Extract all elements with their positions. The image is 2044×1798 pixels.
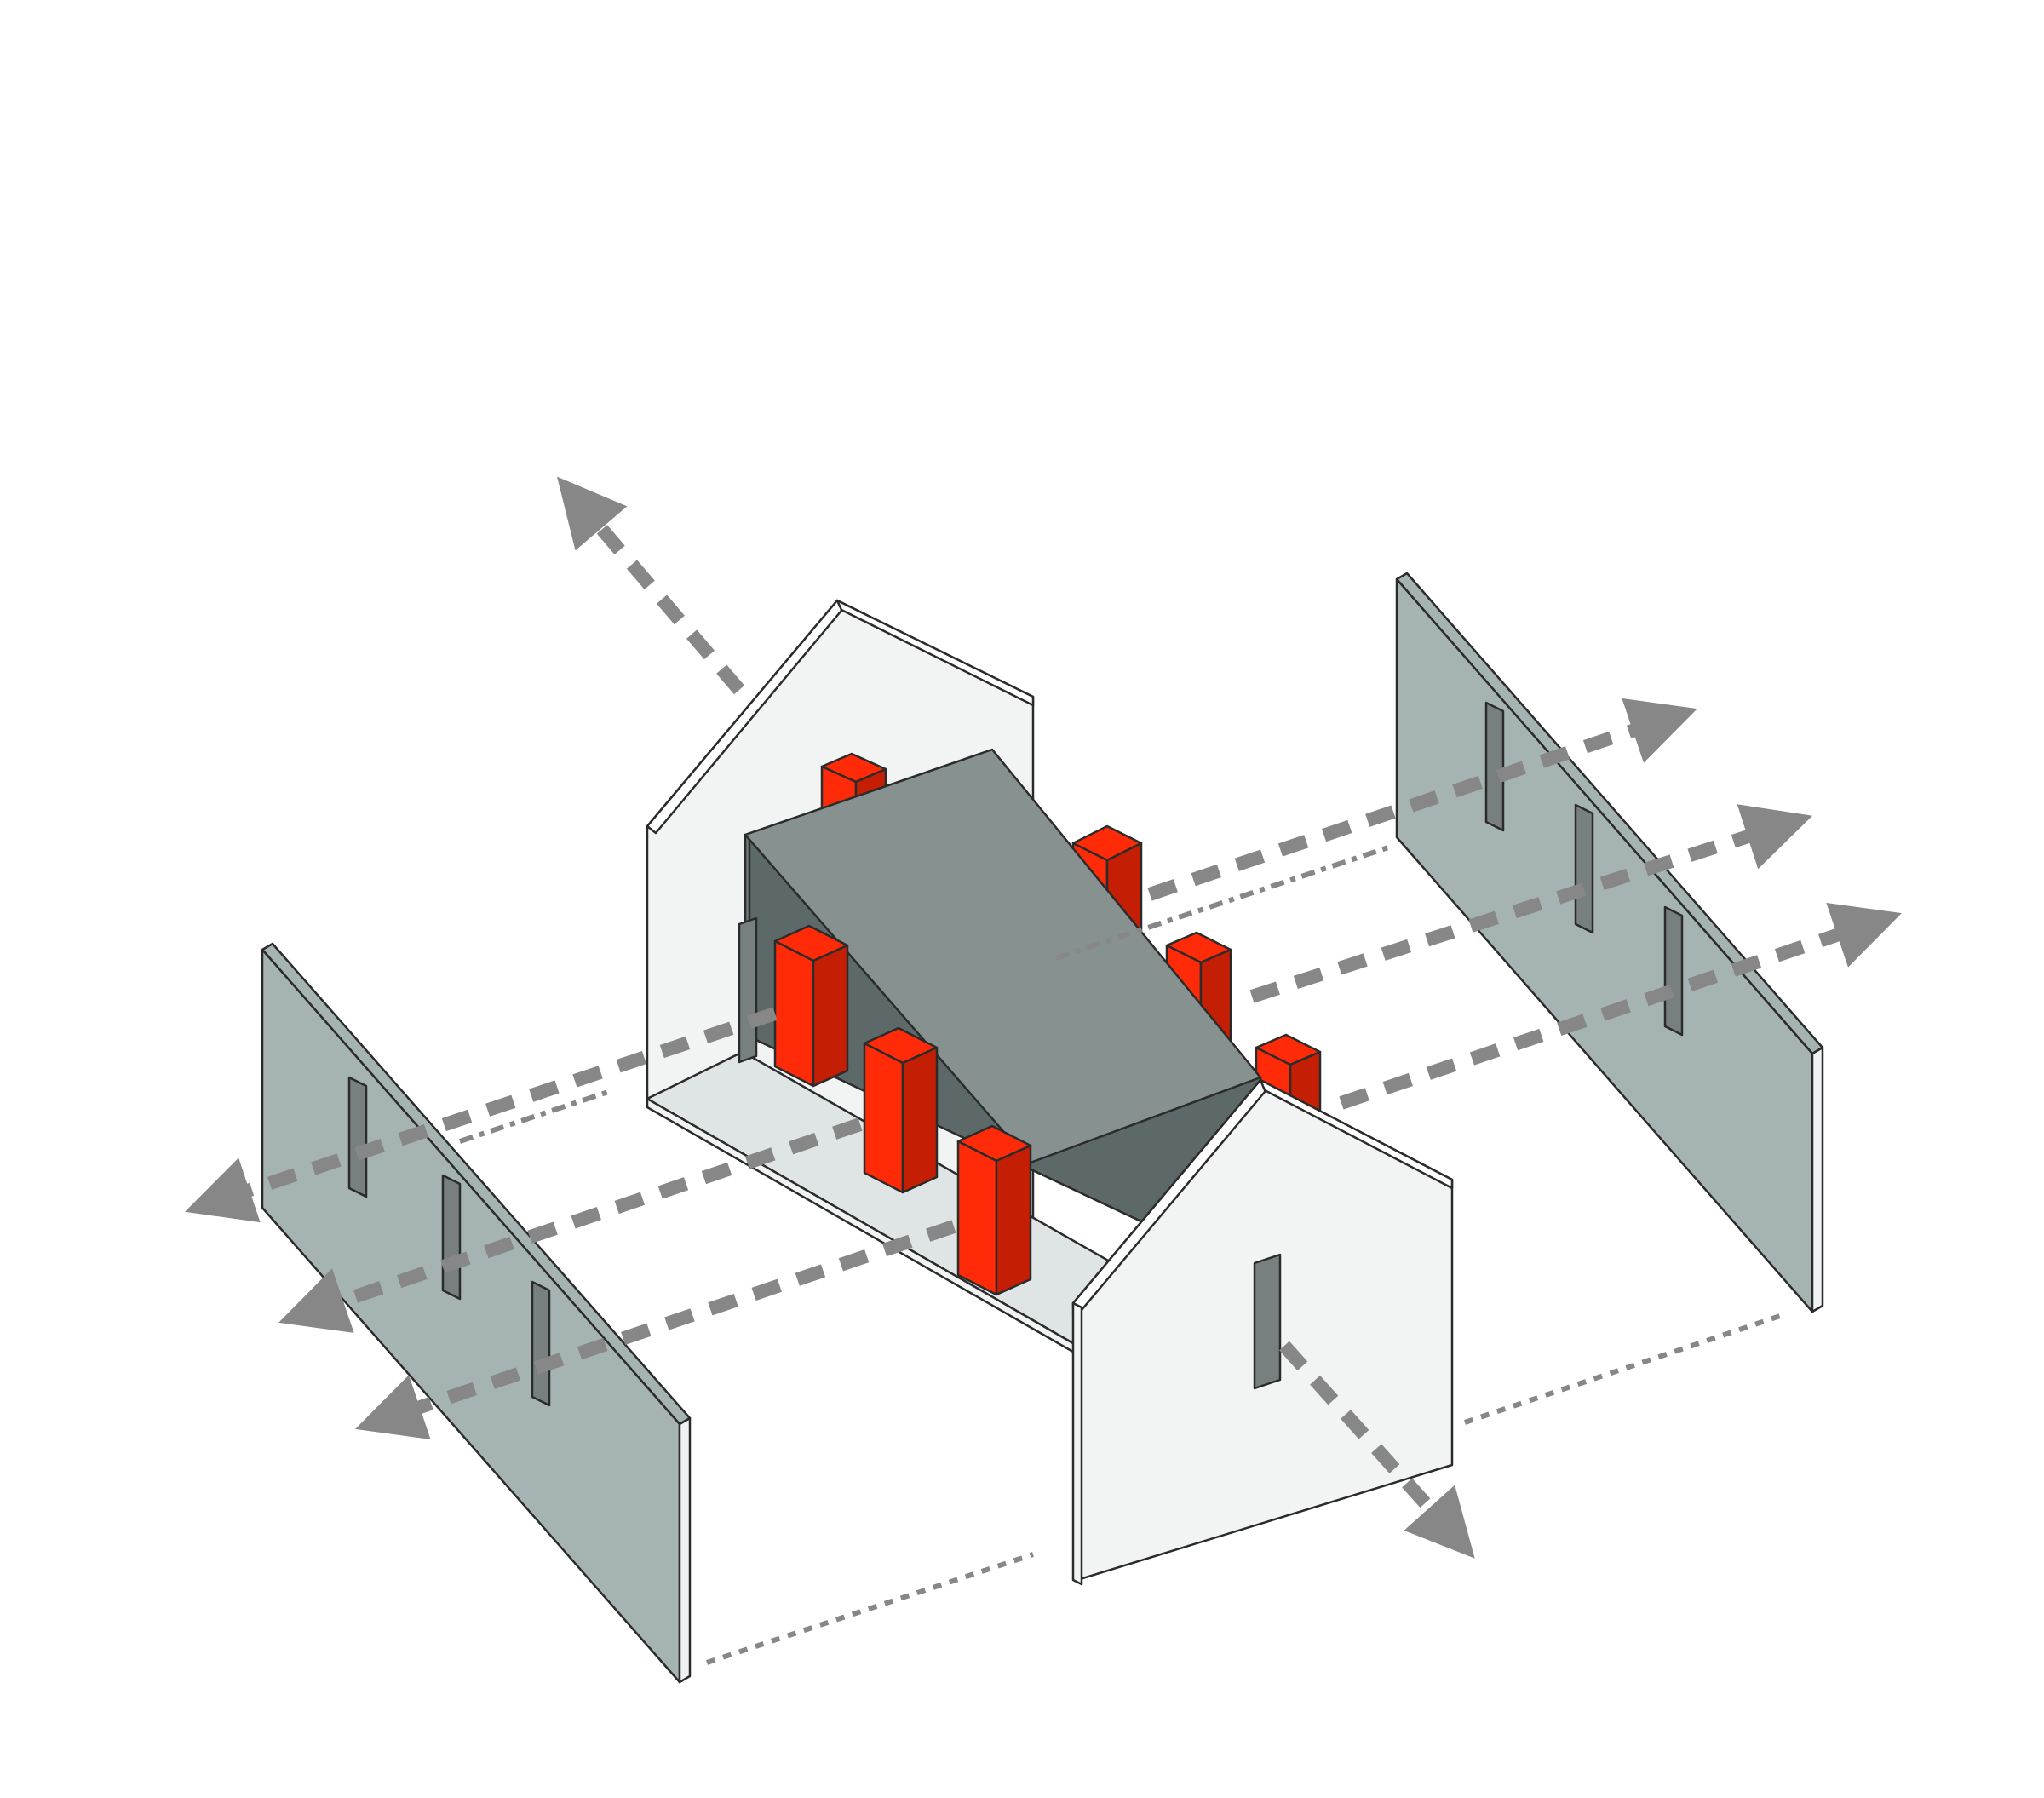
right-wall-slot-1 <box>1484 701 1505 832</box>
front-gable-wall <box>1071 1078 1454 1586</box>
right-wall <box>1395 572 1824 1313</box>
right-wall-slot-3 <box>1663 905 1684 1037</box>
arrow-left-1 <box>185 1007 778 1223</box>
left-wall-slot-2 <box>441 1174 462 1301</box>
red-block-front-2 <box>863 1026 939 1194</box>
red-block-front-1 <box>773 924 849 1088</box>
left-wall <box>261 942 692 1684</box>
arrow-left-2 <box>278 1117 863 1333</box>
red-block-front-3 <box>956 1124 1032 1296</box>
arrow-right-2 <box>1249 804 1813 1003</box>
left-wall-slot-3 <box>531 1280 551 1407</box>
right-wall-slot-2 <box>1574 803 1594 934</box>
left-wall-slot-1 <box>347 1076 368 1198</box>
roof-core <box>738 748 1262 1279</box>
arrow-lower-right <box>1279 1341 1475 1559</box>
dashed-arrows <box>185 476 1902 1559</box>
arrow-upper-left <box>557 476 745 695</box>
red-blocks-front-row <box>773 924 1032 1296</box>
dotted-guide-lines <box>459 845 1781 1665</box>
arrow-left-3 <box>355 1220 956 1440</box>
front-gable-slot <box>1253 1253 1282 1390</box>
arrow-right-3 <box>1339 902 1902 1110</box>
